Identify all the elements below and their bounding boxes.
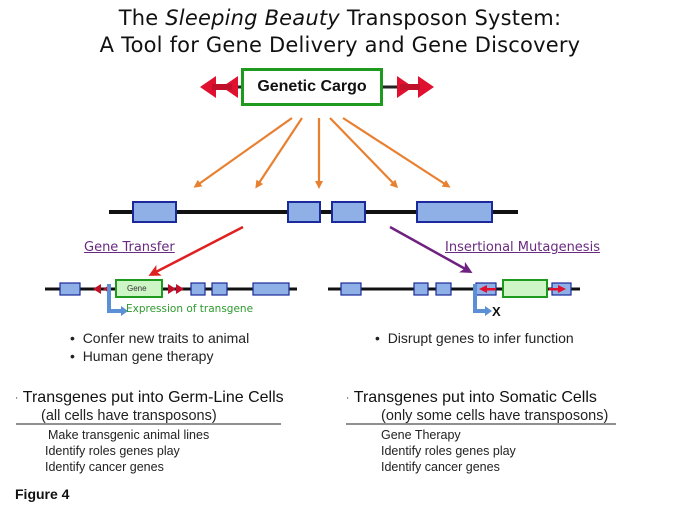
- exon: [211, 282, 228, 296]
- ir-left: [479, 285, 496, 293]
- genetic-cargo-label: Genetic Cargo: [257, 78, 367, 95]
- somatic-subheading: (only some cells have transposons): [381, 408, 609, 424]
- insertion-arrow: [329, 117, 399, 189]
- germline-heading-text: Transgenes put into Germ-Line Cells: [22, 389, 284, 406]
- exon: [59, 282, 81, 296]
- ir-right: [549, 285, 566, 293]
- cargo-left-ir: [200, 76, 241, 98]
- title-text: The: [118, 6, 166, 30]
- figure-label: Figure 4: [15, 486, 70, 502]
- germline-heading: · Transgenes put into Germ-Line Cells: [15, 389, 284, 406]
- insertion-arrow: [255, 117, 303, 189]
- exon: [340, 282, 362, 296]
- bullet-item: • Human gene therapy: [70, 348, 214, 364]
- gene-transfer-arrow: [148, 225, 244, 276]
- exon: [435, 282, 452, 296]
- germline-item: Make transgenic animal lines: [48, 428, 210, 442]
- somatic-heading: · Transgenes put into Somatic Cells: [346, 389, 597, 406]
- chromosome-gene-transfer: [45, 279, 297, 316]
- gene-box-label: Gene: [127, 284, 147, 293]
- bullet-item: • Confer new traits to animal: [70, 330, 250, 346]
- title-line-1: The Sleeping Beauty Transposon System:: [0, 6, 680, 30]
- exon: [416, 201, 493, 223]
- somatic-heading-text: Transgenes put into Somatic Cells: [353, 389, 597, 406]
- bullet-text: Confer new traits to animal: [82, 330, 250, 346]
- title-italic-text: Sleeping Beauty: [165, 6, 340, 30]
- transgene-box: [115, 279, 163, 298]
- exon: [190, 282, 206, 296]
- title-text-end: Transposon System:: [339, 6, 562, 30]
- gene-transfer-label: Gene Transfer: [84, 240, 175, 255]
- chromosome-main: [109, 201, 518, 223]
- ir-right: [168, 284, 184, 294]
- genetic-cargo-box: Genetic Cargo: [241, 68, 383, 106]
- exon: [132, 201, 177, 223]
- insertion-arrow: [342, 117, 451, 188]
- exon: [413, 282, 429, 296]
- germline-item: Identify cancer genes: [45, 460, 164, 474]
- bullet-text: Disrupt genes to infer function: [387, 330, 574, 346]
- insertion-arrow: [193, 117, 293, 188]
- somatic-item: Identify roles genes play: [381, 444, 516, 458]
- expression-label: Expression of transgene: [126, 303, 254, 315]
- promoter-arrow: [473, 284, 486, 313]
- somatic-item: Identify cancer genes: [381, 460, 500, 474]
- disruption-x-mark: X: [492, 304, 501, 319]
- mutagenesis-arrow: [389, 225, 473, 273]
- exon: [287, 201, 321, 223]
- insertion-arrows: [193, 117, 451, 189]
- germline-item: Identify roles genes play: [45, 444, 180, 458]
- somatic-item: Gene Therapy: [381, 428, 461, 442]
- promoter-arrow: [107, 284, 122, 313]
- bullet-item: • Disrupt genes to infer function: [375, 330, 574, 346]
- exon: [252, 282, 290, 296]
- cargo-right-ir: [383, 76, 434, 98]
- chromosome-mutagenesis: [328, 279, 580, 316]
- insertional-mutagenesis-label: Insertional Mutagenesis: [445, 240, 600, 255]
- bullet-text: Human gene therapy: [82, 348, 214, 364]
- title-line-2: A Tool for Gene Delivery and Gene Discov…: [99, 33, 581, 57]
- germline-subheading: (all cells have transposons): [41, 408, 217, 424]
- exon: [331, 201, 366, 223]
- insert-box: [502, 279, 548, 298]
